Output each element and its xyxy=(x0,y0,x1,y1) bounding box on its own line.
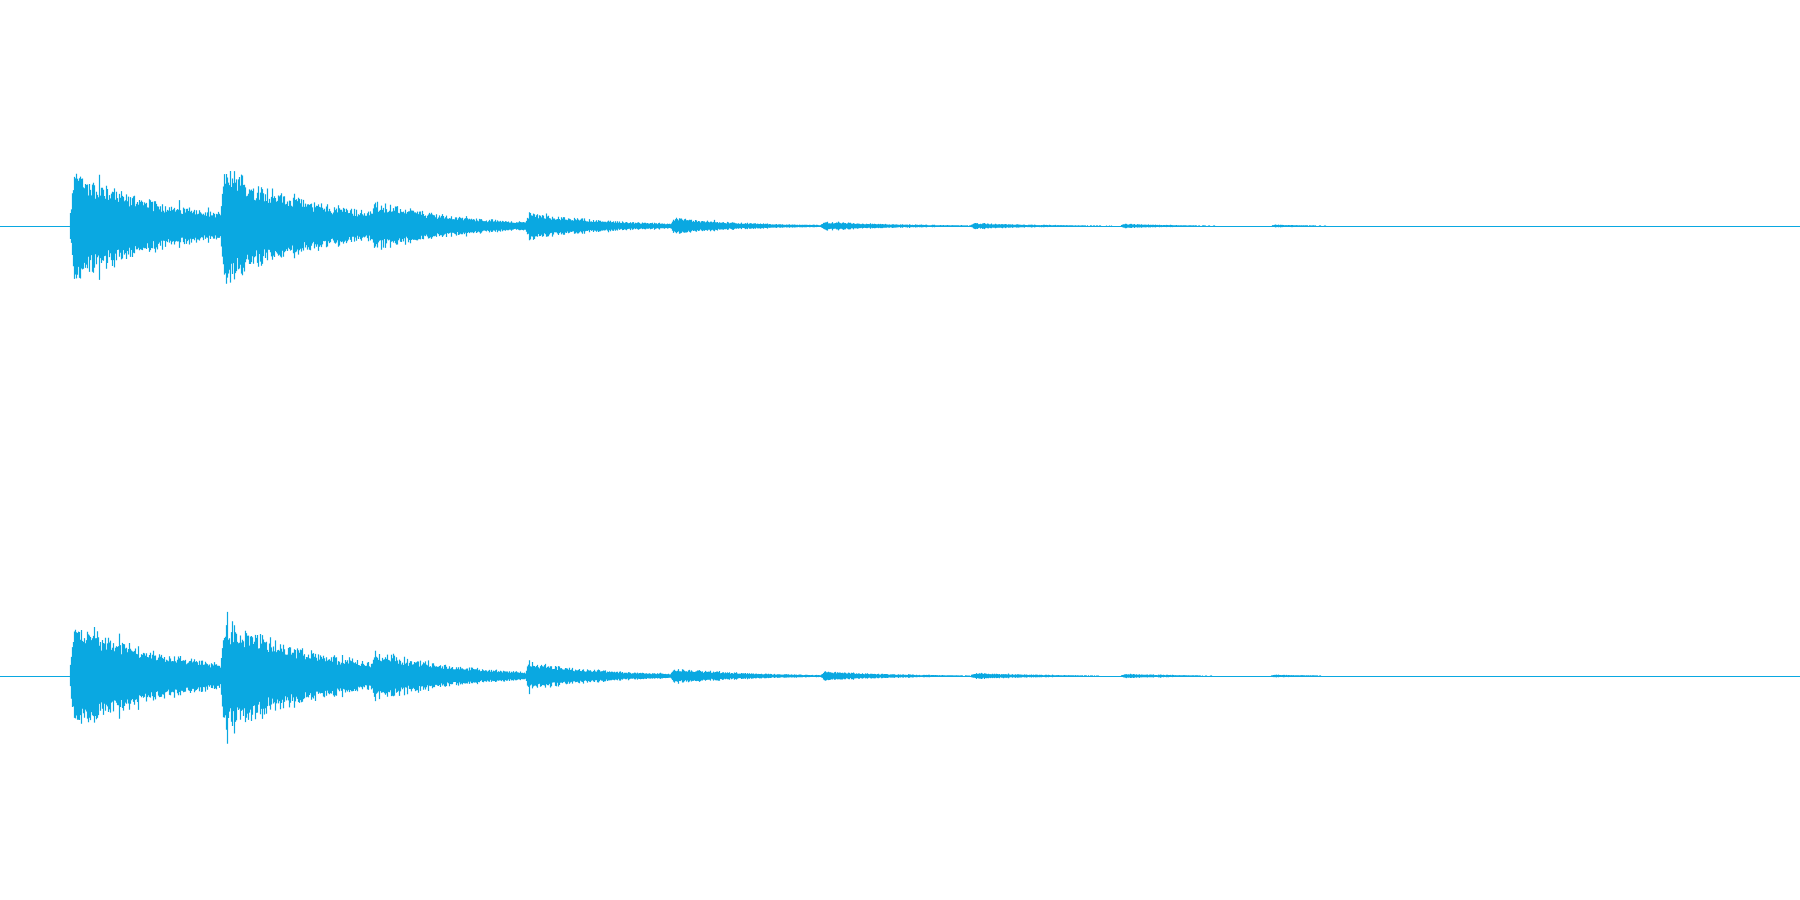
channel-1-signal xyxy=(69,171,1327,284)
channel-1-waveform xyxy=(0,171,1800,284)
channel-2-waveform xyxy=(0,611,1800,744)
channel-2-signal xyxy=(69,611,1322,744)
